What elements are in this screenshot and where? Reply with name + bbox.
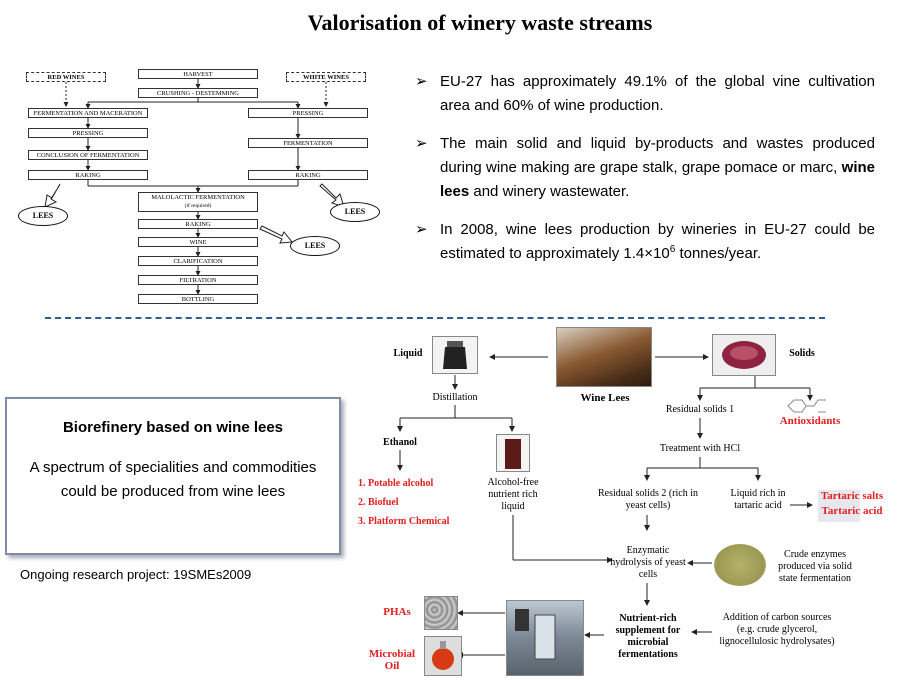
flow-red-wines: RED WINES bbox=[26, 72, 106, 82]
bullet-text-2b: and winery wastewater. bbox=[473, 183, 630, 200]
label-tartaric-acid: Tartaric acid bbox=[821, 505, 883, 517]
flow-bottling: BOTTLING bbox=[138, 294, 258, 304]
label-ethanol: Ethanol bbox=[383, 437, 417, 448]
wine-lees-barrels-image bbox=[556, 327, 652, 387]
microbial-oil-image bbox=[424, 636, 462, 676]
bullet-item-1: ➢ EU-27 has approximately 49.1% of the g… bbox=[415, 70, 875, 118]
bowl-icon bbox=[722, 341, 766, 369]
label-hcl-treatment: Treatment with HCl bbox=[659, 443, 741, 454]
lees-left: LEES bbox=[18, 206, 68, 226]
flow-white-wines: WHITE WINES bbox=[286, 72, 366, 82]
flow-pressing-left: PRESSING bbox=[28, 128, 148, 138]
phas-micrograph-image bbox=[424, 596, 458, 630]
label-carbon-sources: Addition of carbon sources (e.g. crude g… bbox=[719, 612, 835, 647]
flow-harvest: HARVEST bbox=[138, 69, 258, 79]
flow-fermentation-maceration: FERMENTATION AND MACERATION bbox=[28, 108, 148, 118]
ethanol-use-2: 2. Biofuel bbox=[358, 497, 399, 508]
flow-crushing: CRUSHING - DESTEMMING bbox=[138, 88, 258, 98]
label-liquid-tartaric: Liquid rich in tartaric acid bbox=[730, 488, 786, 511]
bullet-item-2: ➢ The main solid and liquid by-products … bbox=[415, 132, 875, 204]
flow-raking-right: RAKING bbox=[248, 170, 368, 180]
flow-wine: WINE bbox=[138, 237, 258, 247]
beaker-icon bbox=[505, 439, 521, 469]
bullet-text-2a: The main solid and liquid by-products an… bbox=[440, 135, 875, 176]
oil-flask-icon bbox=[432, 641, 454, 670]
label-phas: PHAs bbox=[383, 606, 411, 618]
liquid-flask-image bbox=[432, 336, 478, 374]
label-alcohol-free: Alcohol-free nutrient rich liquid bbox=[487, 477, 539, 512]
antioxidant-molecule-icon bbox=[787, 399, 826, 413]
arrow-bullet-icon: ➢ bbox=[415, 73, 428, 90]
bullet-list: ➢ EU-27 has approximately 49.1% of the g… bbox=[415, 70, 875, 280]
bioreactor-image bbox=[506, 600, 584, 676]
flow-conclusion-fermentation: CONCLUSION OF FERMENTATION bbox=[28, 150, 148, 160]
bullet-text-3a: In 2008, wine lees production by winerie… bbox=[440, 221, 875, 262]
flow-fermentation-right: FERMENTATION bbox=[248, 138, 368, 148]
label-residual-2: Residual solids 2 (rich in yeast cells) bbox=[598, 488, 698, 511]
flow-raking-center: RAKING bbox=[138, 219, 258, 229]
flow-malolactic-note: (if required) bbox=[184, 203, 212, 209]
biorefinery-panel: Biorefinery based on wine lees A spectru… bbox=[5, 397, 341, 555]
flow-clarification: CLARIFICATION bbox=[138, 256, 258, 266]
crude-enzymes-image bbox=[714, 544, 766, 586]
bullet-item-3: ➢ In 2008, wine lees production by winer… bbox=[415, 218, 875, 266]
flow-raking-left: RAKING bbox=[28, 170, 148, 180]
flask-icon bbox=[443, 341, 467, 369]
label-crude-enzymes: Crude enzymes produced via solid state f… bbox=[778, 549, 852, 584]
panel-body: A spectrum of specialities and commoditi… bbox=[29, 459, 317, 500]
label-tartaric-salts: Tartaric salts bbox=[820, 490, 884, 502]
flow-pressing-right: PRESSING bbox=[248, 108, 368, 118]
page-title: Valorisation of winery waste streams bbox=[307, 10, 653, 35]
ethanol-use-1: 1. Potable alcohol bbox=[358, 478, 434, 489]
lees-right: LEES bbox=[330, 202, 380, 222]
lees-center: LEES bbox=[290, 236, 340, 256]
section-separator bbox=[45, 317, 825, 319]
arrow-bullet-icon: ➢ bbox=[415, 135, 428, 152]
flow-malolactic: MALOLACTIC FERMENTATION (if required) bbox=[138, 192, 258, 212]
label-microbial-oil: Microbial Oil bbox=[368, 648, 416, 672]
bullet-text-1: EU-27 has approximately 49.1% of the glo… bbox=[440, 73, 875, 114]
panel-heading: Biorefinery based on wine lees bbox=[62, 419, 284, 436]
bioreactor-icon bbox=[515, 609, 556, 660]
label-wine-lees: Wine Lees bbox=[580, 392, 630, 404]
ethanol-use-3: 3. Platform Chemical bbox=[358, 516, 450, 527]
bullet-text-2-bold: wine lees bbox=[440, 159, 876, 200]
label-solids: Solids bbox=[789, 348, 815, 359]
flow-malolactic-label: MALOLACTIC FERMENTATION bbox=[151, 194, 245, 201]
bullet-text-3-sup: 6 bbox=[669, 244, 676, 255]
bullet-text-3b: tonnes/year. bbox=[679, 245, 762, 262]
label-liquid: Liquid bbox=[393, 348, 423, 359]
solids-bowl-image bbox=[712, 334, 776, 376]
tartaric-crystals-image bbox=[818, 490, 860, 522]
flow-filtration: FILTRATION bbox=[138, 275, 258, 285]
label-enzymatic: Enzymatic hydrolysis of yeast cells bbox=[610, 545, 686, 580]
alcohol-free-liquid-image bbox=[496, 434, 530, 472]
label-distillation: Distillation bbox=[432, 392, 478, 403]
project-note: Ongoing research project: 19SMEs2009 bbox=[20, 567, 252, 582]
label-antioxidants: Antioxidants bbox=[779, 415, 841, 427]
label-nutrient-supplement: Nutrient-rich supplement for microbial f… bbox=[615, 613, 681, 660]
label-residual-1: Residual solids 1 bbox=[665, 404, 735, 415]
arrow-bullet-icon: ➢ bbox=[415, 221, 428, 238]
